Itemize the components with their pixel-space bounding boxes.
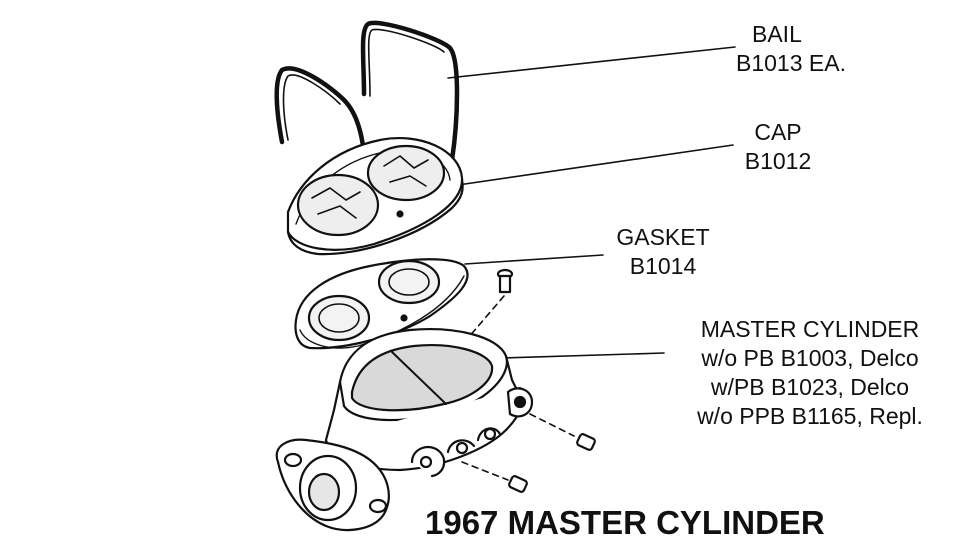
cap-part-number: B1012 [744, 148, 812, 174]
screw-bottom-body [508, 475, 528, 493]
cap-rim [286, 178, 464, 256]
rear-bail-inner [367, 28, 445, 97]
screw-bottom-guide [461, 461, 509, 481]
master-cylinder-leader-line [501, 352, 665, 359]
diagram-title: 1967 MASTER CYLINDER [425, 504, 825, 541]
reservoir-divider [391, 351, 447, 405]
cap-name: CAP [754, 119, 802, 145]
gasket-name: GASKET [616, 224, 710, 250]
master-cylinder-option-2: w/PB B1023, Delco [710, 374, 910, 400]
cap-hole [396, 210, 404, 218]
flange-bolt-hole-left [283, 452, 303, 468]
bail-leader-line [447, 46, 736, 79]
cap-diaphragm-right-detail [383, 155, 429, 187]
bail-name: BAIL [752, 21, 802, 47]
screw-body [498, 274, 512, 294]
reservoir-opening [350, 344, 494, 412]
gasket-hole [400, 314, 408, 322]
cap-leader-line [457, 144, 734, 186]
master-cylinder-option-3: w/o PPB B1165, Repl. [697, 403, 923, 429]
bleeder-screw-right [529, 413, 596, 451]
gasket [294, 258, 469, 350]
side-port-1 [419, 455, 433, 469]
gasket-leader-line [464, 254, 604, 265]
bail-part-number: B1013 EA. [736, 50, 846, 76]
side-port-3 [483, 427, 497, 441]
master-cylinder-name: MASTER CYLINDER [700, 316, 920, 342]
screw-right-guide [529, 413, 575, 437]
master-cylinder-option-1: w/o PB B1003, Delco [701, 345, 919, 371]
flange-bolt-hole-right [368, 498, 388, 514]
gasket-part-number: B1014 [629, 253, 697, 279]
rear-bail-wire [360, 20, 460, 163]
reservoir-cap [286, 137, 464, 256]
gasket-port-right [377, 259, 441, 305]
cap-diaphragm-left-detail [311, 187, 361, 219]
bail-label: BAIL B1013 EA. [736, 20, 886, 78]
bleeder-screw-bottom [461, 461, 528, 493]
leader-lines [447, 46, 736, 359]
cap-label: CAP B1012 [730, 118, 826, 176]
gasket-port-left [307, 294, 371, 342]
cap-diaphragm-left [296, 173, 380, 237]
master-cylinder-body [324, 328, 534, 478]
screw-right-body [576, 433, 596, 451]
cap-diaphragm-right [366, 144, 446, 202]
front-bail-inner [282, 74, 341, 141]
master-cylinder-label: MASTER CYLINDER w/o PB B1003, Delco w/PB… [660, 315, 960, 431]
mounting-flange [275, 438, 390, 532]
outlet-port [513, 395, 527, 409]
gasket-label: GASKET B1014 [598, 223, 728, 281]
gasket-port-left-inner [318, 303, 360, 333]
gasket-port-right-inner [388, 268, 430, 296]
piston-bore [307, 472, 341, 512]
side-port-2 [455, 441, 469, 455]
